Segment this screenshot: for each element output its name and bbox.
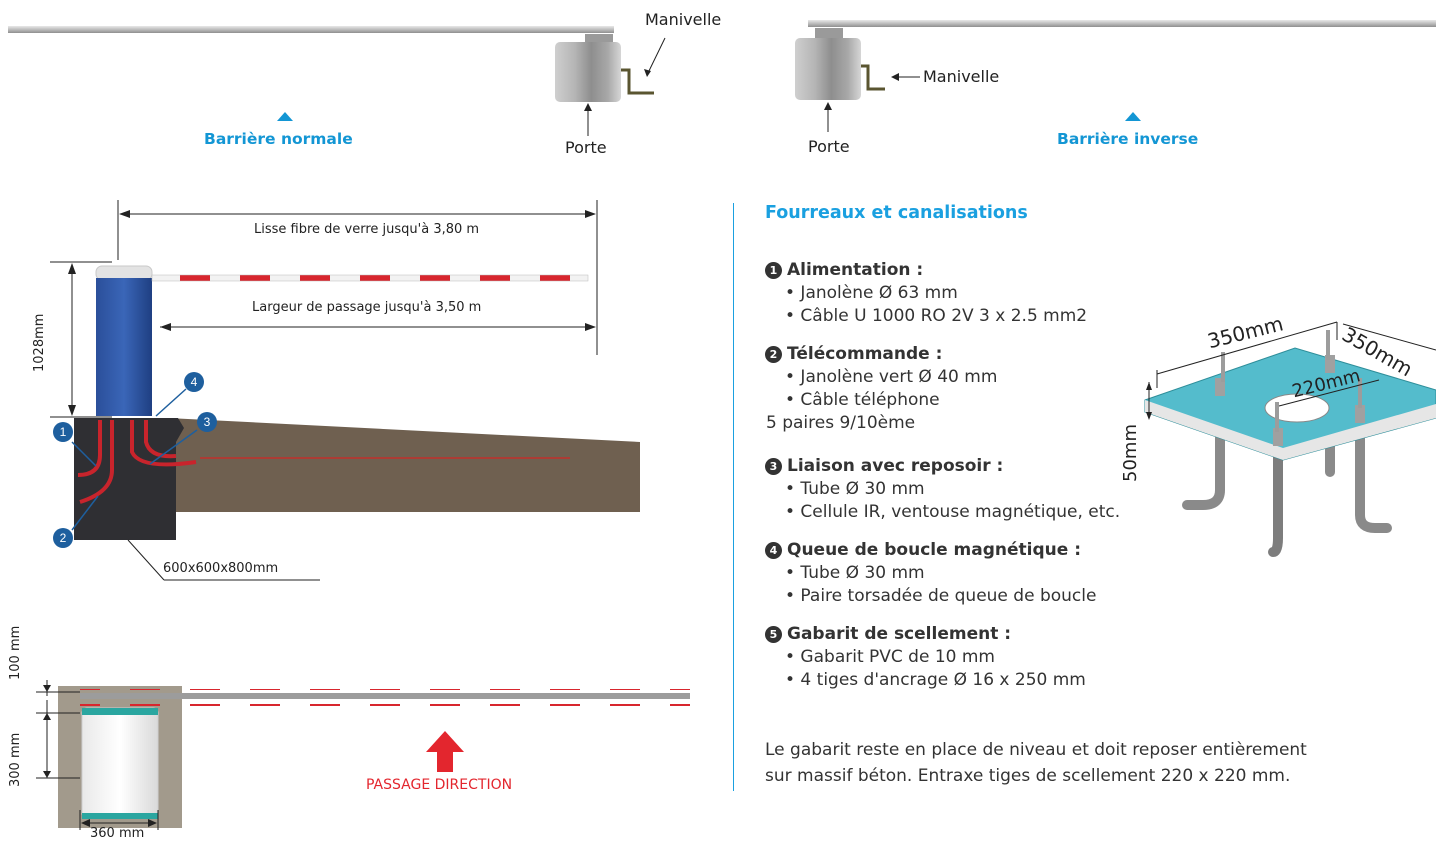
number-3-badge: 3 (765, 458, 782, 475)
note-line-2: sur massif béton. Entraxe tiges de scell… (765, 766, 1291, 786)
barrier-arm (8, 26, 614, 33)
marker-2: 2 (60, 531, 67, 545)
massif-label: 600x600x800mm (163, 561, 279, 576)
manivelle-label-right: Manivelle (923, 67, 1000, 86)
inverse-barrier-top-view (795, 20, 1436, 132)
number-4-badge: 4 (765, 542, 782, 559)
largeur-label: Largeur de passage jusqu'à 3,50 m (252, 300, 482, 315)
vertical-divider (733, 203, 734, 791)
number-2-badge: 2 (765, 346, 782, 363)
section-title: Fourreaux et canalisations (765, 203, 1028, 223)
striped-arm (151, 274, 589, 282)
porte-label-right: Porte (808, 137, 850, 156)
dim-50mm: 50mm (1120, 424, 1141, 482)
height-label: 1028mm (32, 313, 47, 372)
note-line-1: Le gabarit reste en place de niveau et d… (765, 740, 1307, 760)
porte-label: Porte (565, 138, 607, 157)
passage-direction-label: PASSAGE DIRECTION (366, 777, 513, 793)
barrier-cabinet (795, 38, 861, 100)
barrier-cabinet (555, 42, 621, 102)
plan-arm (80, 693, 690, 699)
arrow-up-icon (426, 731, 464, 772)
dim-100mm: 100 mm (8, 625, 23, 680)
elevation-view: 1 2 3 4 (50, 200, 640, 581)
manivelle-label: Manivelle (645, 10, 722, 29)
ground (168, 418, 640, 512)
concrete-foundation (74, 418, 184, 540)
number-1-badge: 1 (765, 262, 782, 279)
barrier-pillar (96, 278, 152, 416)
plan-cabinet (81, 707, 159, 819)
barriere-inverse-label: Barrière inverse (1057, 130, 1199, 148)
marker-4: 4 (191, 375, 198, 389)
plan-view (36, 680, 690, 830)
normal-barrier-top-view (8, 26, 666, 136)
crank (861, 64, 885, 91)
number-5-badge: 5 (765, 626, 782, 643)
barrier-arm (808, 20, 1436, 27)
marker-3: 3 (204, 415, 211, 429)
lisse-label: Lisse fibre de verre jusqu'à 3,80 m (254, 222, 480, 237)
triangle-up-icon (277, 112, 293, 121)
anchor-template-drawing (1144, 321, 1436, 557)
dim-360mm: 360 mm (90, 826, 145, 841)
dim-300mm: 300 mm (8, 732, 23, 787)
crank (621, 68, 654, 95)
triangle-up-icon (1125, 112, 1141, 121)
barriere-normale-label: Barrière normale (204, 130, 353, 148)
marker-1: 1 (60, 425, 67, 439)
